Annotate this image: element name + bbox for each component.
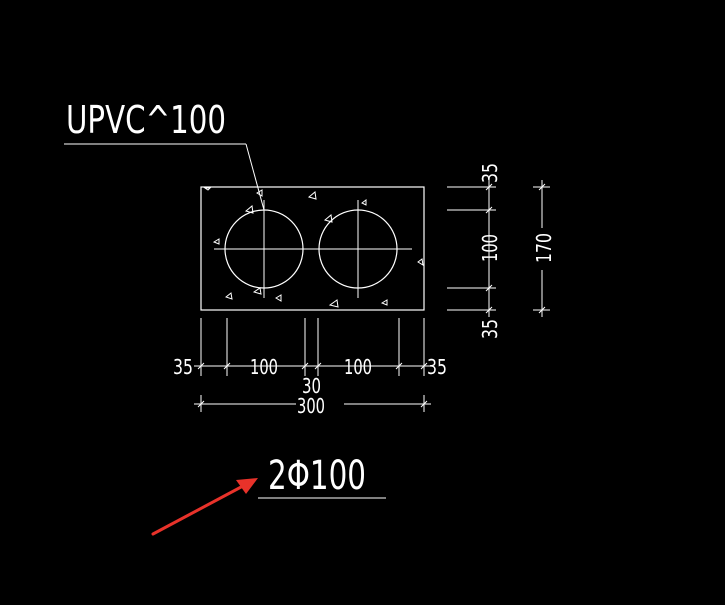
concrete-hatch	[203, 187, 424, 308]
annotation-arrow	[151, 478, 258, 536]
dim-pipe-2: 100	[344, 355, 372, 379]
dim-horizontal-chain	[194, 318, 431, 376]
dim-top-margin: 35	[478, 163, 502, 183]
dim-vertical-chain	[447, 180, 496, 317]
dim-left-margin: 35	[173, 355, 193, 379]
dim-pipe-vertical: 100	[478, 234, 502, 262]
dim-bottom-margin: 35	[478, 319, 502, 339]
dim-total-height: 170	[532, 233, 556, 263]
leader-line	[64, 143, 265, 211]
section-outline	[200, 186, 425, 311]
dim-overall-width	[194, 395, 431, 412]
dim-right-margin: 35	[427, 355, 447, 379]
dim-pipe-1: 100	[250, 355, 278, 379]
dim-overall-height	[533, 180, 550, 317]
dim-gap: 30	[302, 374, 321, 398]
dim-total-width: 300	[297, 394, 325, 418]
pipe-spec-label: 2Φ100	[268, 453, 366, 499]
pipe-material-label: UPVC^100	[66, 98, 226, 142]
